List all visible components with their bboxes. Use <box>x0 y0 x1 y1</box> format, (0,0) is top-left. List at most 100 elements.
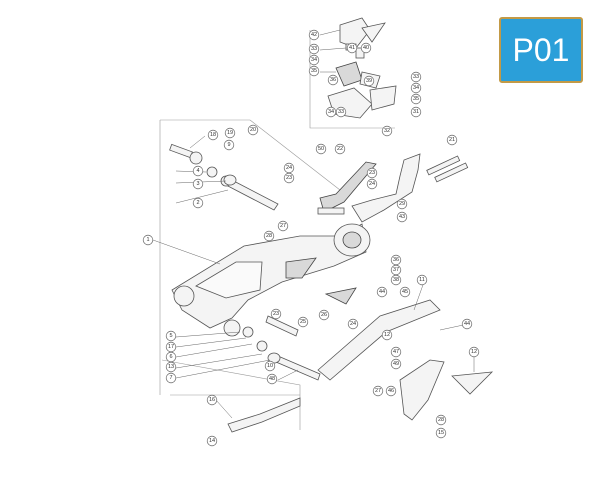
callout-circle <box>335 106 347 118</box>
callout-circle <box>165 372 177 384</box>
callout-number: 1 <box>146 237 149 243</box>
callout-circle <box>277 220 289 232</box>
callout-circle <box>206 394 218 406</box>
callout-number: 12 <box>471 349 477 355</box>
part-callout: 1 <box>142 234 154 246</box>
callout-circle <box>327 74 339 86</box>
callout-circle <box>396 211 408 223</box>
part-callout: 18 <box>207 129 219 141</box>
part-callout: 34 <box>410 82 422 94</box>
part-callout: 23 <box>270 308 282 320</box>
side-bracket <box>227 397 301 433</box>
callout-circle <box>390 254 402 266</box>
callout-circle <box>410 71 422 83</box>
part-callout: 38 <box>390 274 402 286</box>
callout-circle <box>263 230 275 242</box>
part-callout: 44 <box>461 318 473 330</box>
callout-number: 44 <box>464 321 470 327</box>
part-callout: 20 <box>247 124 259 136</box>
callout-circle <box>308 43 320 55</box>
part-callout: 22 <box>334 143 346 155</box>
callout-number: 47 <box>393 349 399 355</box>
callout-number: 23 <box>273 311 279 317</box>
callout-circle <box>297 316 309 328</box>
part-callout: 11 <box>416 274 428 286</box>
callout-number: 42 <box>311 32 317 38</box>
callout-circle <box>366 167 378 179</box>
callout-circle <box>366 178 378 190</box>
callout-circle <box>308 54 320 66</box>
part-callout: 39 <box>363 75 375 87</box>
callout-circle <box>223 139 235 151</box>
callout-number: 27 <box>280 223 286 229</box>
part-callout: 2 <box>192 197 204 209</box>
part-callout: 33 <box>410 71 422 83</box>
callout-circle <box>192 197 204 209</box>
callout-number: 36 <box>393 257 399 263</box>
callout-number: 25 <box>300 319 306 325</box>
callout-circle <box>346 42 358 54</box>
part-callout: 36 <box>390 254 402 266</box>
callout-number: 16 <box>209 397 215 403</box>
callout-number: 24 <box>350 321 356 327</box>
lower-axle <box>242 315 321 381</box>
callout-number: 17 <box>168 344 174 350</box>
callout-number: 32 <box>384 128 390 134</box>
leader-lines <box>152 29 475 419</box>
part-callout: 13 <box>165 361 177 373</box>
callout-number: 3 <box>196 181 199 187</box>
page-badge: P01 <box>499 17 583 83</box>
part-callout: 4 <box>192 165 204 177</box>
bushings-left <box>169 143 237 186</box>
callout-circle <box>381 329 393 341</box>
part-callout: 7 <box>165 372 177 384</box>
callout-circle <box>390 346 402 358</box>
callout-circle <box>334 143 346 155</box>
part-callout: 14 <box>206 435 218 447</box>
callout-number: 45 <box>402 289 408 295</box>
part-callout: 48 <box>266 373 278 385</box>
upper-link <box>351 153 469 223</box>
part-callout: 34 <box>308 54 320 66</box>
callout-circle <box>270 308 282 320</box>
callout-number: 6 <box>169 354 172 360</box>
callout-circle <box>247 124 259 136</box>
callout-circle <box>318 309 330 321</box>
callout-circle <box>283 172 295 184</box>
callout-number: 35 <box>413 96 419 102</box>
callout-number: 41 <box>349 45 355 51</box>
callout-circle <box>410 106 422 118</box>
part-callout: 24 <box>366 178 378 190</box>
callout-circle <box>461 318 473 330</box>
callout-circle <box>381 125 393 137</box>
callout-circle <box>372 385 384 397</box>
callout-circle <box>435 414 447 426</box>
part-callout: 43 <box>396 211 408 223</box>
part-callout: 47 <box>390 346 402 358</box>
part-callout: 12 <box>381 329 393 341</box>
callout-number: 36 <box>330 77 336 83</box>
part-callout: 3 <box>192 178 204 190</box>
part-callout: 32 <box>381 125 393 137</box>
callout-circle <box>410 93 422 105</box>
callout-number: 34 <box>328 109 334 115</box>
part-callout: 29 <box>396 198 408 210</box>
part-callout: 31 <box>410 106 422 118</box>
callout-number: 49 <box>393 361 399 367</box>
callout-number: 21 <box>449 137 455 143</box>
part-callout: 9 <box>223 139 235 151</box>
callout-circle <box>142 234 154 246</box>
callout-number: 29 <box>399 201 405 207</box>
part-callout: 17 <box>165 341 177 353</box>
callout-number: 4 <box>196 168 199 174</box>
callout-circle <box>416 274 428 286</box>
callout-number: 23 <box>286 175 292 181</box>
callout-circle <box>410 82 422 94</box>
part-callout: 34 <box>325 106 337 118</box>
callout-number: 35 <box>311 68 317 74</box>
part-callout: 27 <box>372 385 384 397</box>
callout-number: 12 <box>384 332 390 338</box>
part-callout: 28 <box>263 230 275 242</box>
callout-number: 27 <box>375 388 381 394</box>
